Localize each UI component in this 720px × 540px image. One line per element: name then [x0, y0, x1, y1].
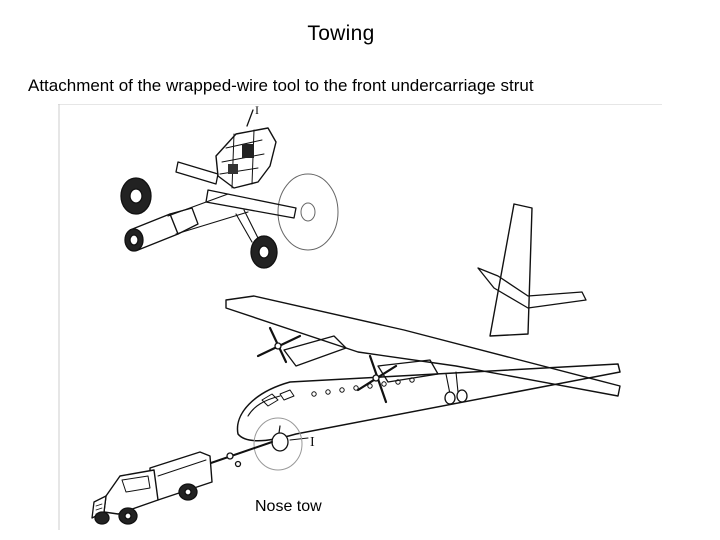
slide-title: Towing — [307, 22, 375, 45]
callout-label-top: I — [255, 104, 259, 117]
aircraft-illustration: I — [225, 203, 621, 471]
tow-bar — [207, 441, 273, 468]
nose-gear-detail: I — [120, 104, 339, 269]
slide-subtitle: Attachment of the wrapped-wire tool to t… — [28, 76, 534, 95]
tow-truck — [91, 451, 213, 525]
cabin-windows — [311, 377, 415, 397]
towing-illustration: I — [58, 104, 662, 530]
callout-label-nose: I — [310, 435, 315, 450]
illustration-caption: Nose tow — [253, 498, 324, 516]
